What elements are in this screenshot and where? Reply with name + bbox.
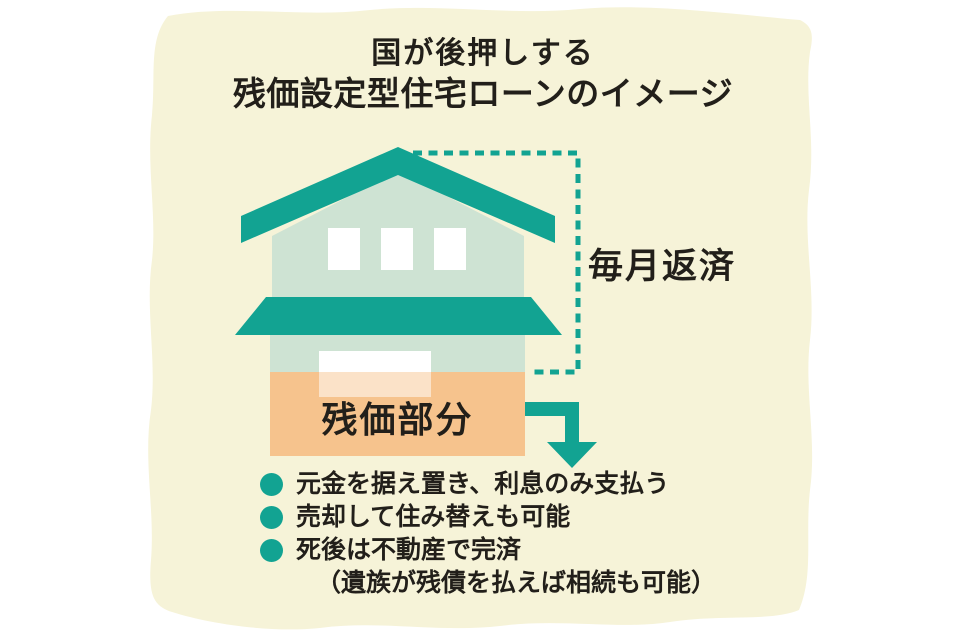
list-item: 元金を据え置き、利息のみ支払う xyxy=(260,472,740,497)
bullet-dot-icon xyxy=(260,506,283,529)
eaves-band-icon xyxy=(235,297,562,335)
door-icon xyxy=(319,351,431,372)
down-arrow-icon xyxy=(525,402,597,468)
door-lower-icon xyxy=(319,372,431,397)
house-roof-icon xyxy=(241,147,555,243)
residual-value-label: 残価部分 xyxy=(321,399,474,440)
window-icon xyxy=(328,228,360,270)
monthly-repayment-label: 毎月返済 xyxy=(588,247,737,286)
window-icon xyxy=(381,228,413,270)
bullet-text: 死後は不動産で完済 xyxy=(296,536,522,564)
window-icon xyxy=(434,228,466,270)
bullet-dot-icon xyxy=(260,539,283,562)
bullet-list: 元金を据え置き、利息のみ支払う 売却して住み替えも可能 死後は不動産で完済 （遺… xyxy=(260,472,740,604)
bullet-text: 元金を据え置き、利息のみ支払う xyxy=(296,470,670,498)
title-line-2: 残価設定型住宅ローンのイメージ xyxy=(232,75,734,113)
bullet-note-text: （遺族が残債を払えば相続も可能） xyxy=(316,569,717,597)
list-item: （遺族が残債を払えば相続も可能） xyxy=(260,571,740,596)
bullet-text: 売却して住み替えも可能 xyxy=(296,503,571,531)
list-item: 売却して住み替えも可能 xyxy=(260,505,740,530)
list-item: 死後は不動産で完済 xyxy=(260,538,740,563)
page-title: 国が後押しする 残価設定型住宅ローンのイメージ xyxy=(152,36,814,114)
title-line-1: 国が後押しする xyxy=(371,37,595,70)
repayment-bracket-dashes xyxy=(413,150,581,375)
bullet-dot-icon xyxy=(260,473,283,496)
